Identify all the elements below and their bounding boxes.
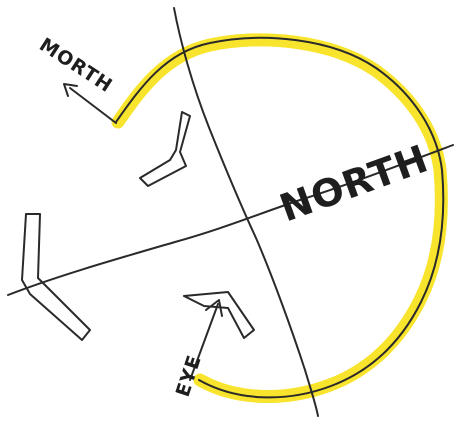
- wall-fragment-upper: [140, 112, 190, 186]
- north-large-label: NORTH: [274, 136, 434, 230]
- north-small-label: MORTH: [35, 34, 116, 97]
- wall-fragment-lower: [184, 292, 254, 338]
